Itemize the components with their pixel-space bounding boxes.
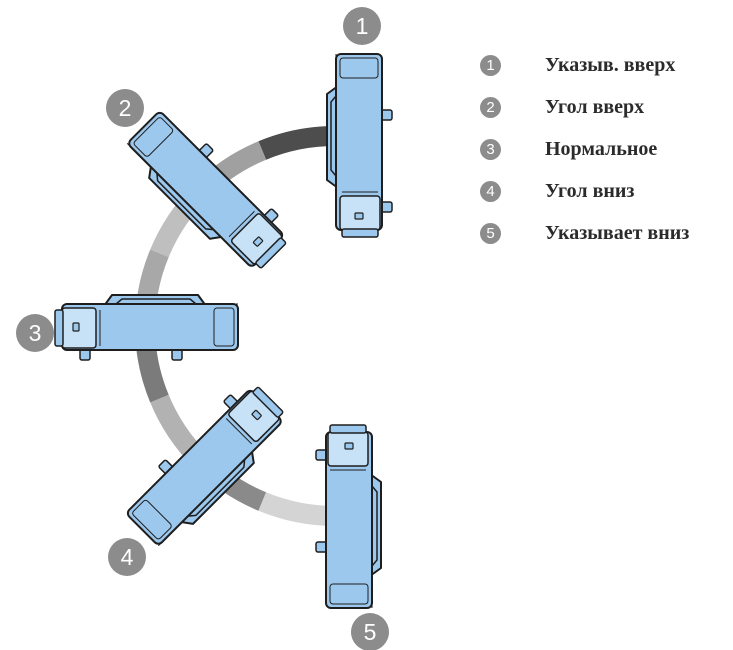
legend-number-badge: 4: [480, 181, 501, 202]
legend-number-badge: 2: [480, 97, 501, 118]
legend-item-normal: 3 Нормальное: [480, 136, 689, 163]
legend-item-pointing-down: 5 Указывает вниз: [480, 220, 689, 247]
position-badge-5: 5: [351, 613, 389, 650]
projector-angle-up: [119, 102, 298, 281]
legend-label: Нормальное: [545, 138, 658, 160]
arc-segment: [258, 126, 336, 160]
position-badge-1: 1: [343, 7, 381, 45]
position-badge-5-number: 5: [364, 619, 377, 645]
projector-angle-down: [117, 375, 296, 554]
position-badge-3-number: 3: [29, 320, 42, 346]
legend-number-badge: 1: [480, 55, 501, 76]
position-badge-4: 4: [108, 538, 146, 576]
position-badge-4-number: 4: [121, 544, 134, 570]
legend-item-angle-down: 4 Угол вниз: [480, 178, 689, 205]
legend-item-angle-up: 2 Угол вверх: [480, 94, 689, 121]
legend-item-pointing-up: 1 Указыв. вверх: [480, 52, 689, 79]
legend-label: Угол вниз: [545, 180, 635, 202]
position-badge-1-number: 1: [356, 13, 369, 39]
legend-number-badge: 5: [480, 223, 501, 244]
position-badge-3: 3: [16, 314, 54, 352]
arc-segment: [258, 492, 336, 526]
legend-label: Угол вверх: [545, 96, 645, 118]
position-badge-2-number: 2: [119, 95, 132, 121]
position-legend: 1 Указыв. вверх 2 Угол вверх 3 Нормально…: [480, 52, 689, 262]
projector-normal: [54, 294, 239, 361]
position-badge-2: 2: [106, 89, 144, 127]
legend-label: Указывает вниз: [545, 222, 690, 244]
projector-pointing-down: [315, 424, 382, 609]
projector-pointing-up: [326, 53, 393, 238]
legend-number-badge: 3: [480, 139, 501, 160]
legend-label: Указыв. вверх: [545, 54, 676, 76]
